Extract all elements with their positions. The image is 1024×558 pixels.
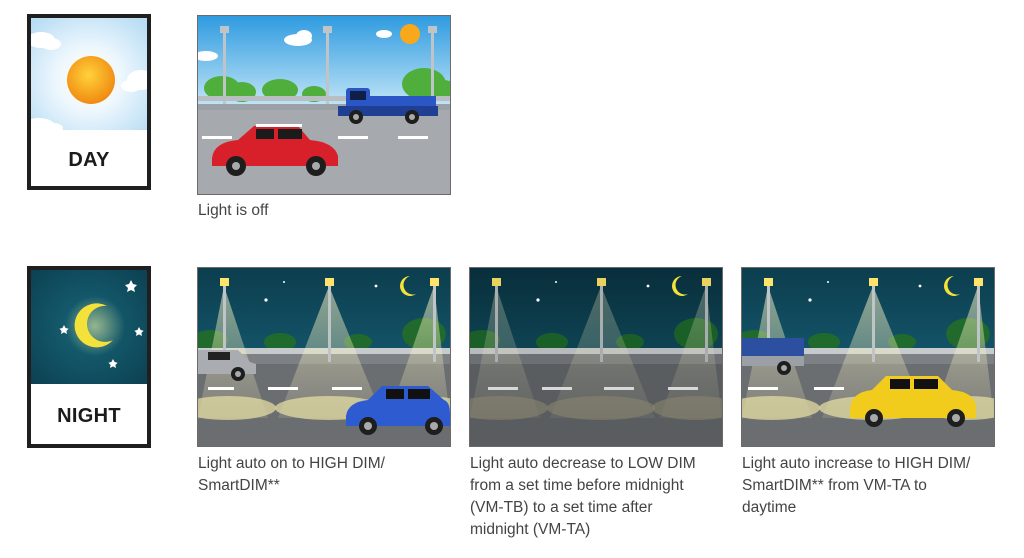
truck-icon [338, 88, 438, 124]
night-scene-low-dim [469, 267, 723, 447]
day-caption: Light is off [198, 202, 269, 219]
streetlight-icon [220, 278, 439, 362]
car-icon [212, 124, 338, 176]
cloud-icon [198, 51, 218, 61]
night-scene-high-dim-return [741, 267, 995, 447]
night-caption-3: Light auto increase to HIGH DIM/ SmartDI… [742, 455, 971, 516]
tree-icon [204, 68, 450, 102]
car-icon [346, 386, 450, 435]
day-badge-label: DAY [68, 148, 110, 171]
night-caption-1: Light auto on to HIGH DIM/ SmartDIM** [198, 455, 385, 494]
night-scene-high-dim [197, 267, 451, 447]
night-badge-label: NIGHT [57, 404, 121, 427]
cloud-icon [284, 30, 312, 46]
day-scene [197, 15, 451, 195]
cloud-icon [31, 118, 63, 130]
streetlight-icon [764, 278, 983, 362]
star-icon [264, 281, 378, 302]
truck-icon [742, 338, 804, 375]
streetlight-icon [492, 278, 711, 362]
sun-icon [67, 56, 115, 104]
streetlight-icon [220, 26, 437, 110]
moon-icon [400, 276, 416, 296]
cloud-icon [31, 32, 61, 50]
moon-icon [74, 303, 113, 348]
night-badge: NIGHT [27, 266, 151, 448]
moon-icon [672, 276, 688, 296]
sun-icon [400, 24, 420, 44]
car-icon [850, 376, 976, 427]
cloud-icon [376, 30, 392, 38]
star-icon [59, 280, 144, 368]
moon-icon [944, 276, 960, 296]
car-icon [198, 350, 256, 381]
night-sky [31, 270, 147, 384]
star-icon [808, 281, 922, 302]
day-badge: DAY [27, 14, 151, 190]
night-caption-2: Light auto decrease to LOW DIM from a se… [470, 455, 696, 538]
star-icon [536, 281, 650, 302]
day-sky [31, 18, 147, 130]
